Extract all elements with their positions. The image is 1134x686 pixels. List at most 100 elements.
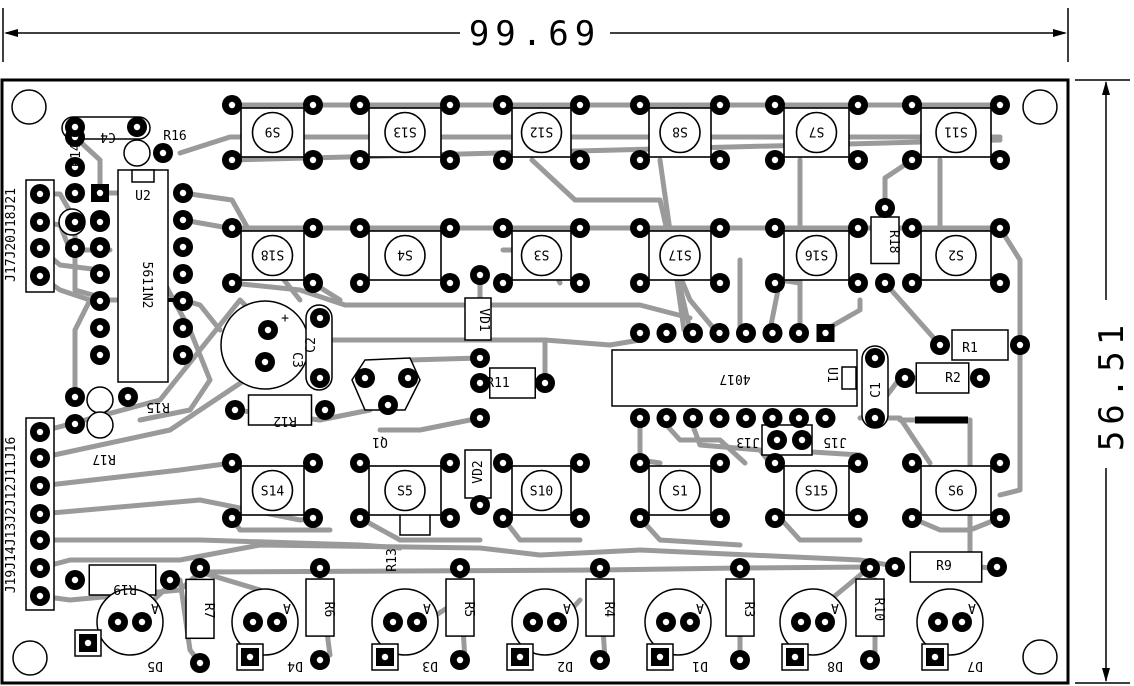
switch-s13: S13 — [368, 107, 442, 158]
drill-hole — [231, 406, 239, 414]
switch-button — [251, 234, 294, 277]
drill-hole — [771, 459, 779, 467]
diode-label: VD1 — [476, 308, 491, 331]
drill-hole — [476, 501, 484, 509]
drill-hole — [71, 123, 79, 131]
switch-button — [935, 234, 977, 277]
drill-hole — [996, 156, 1004, 164]
drill-hole — [742, 414, 750, 422]
mounting-holes — [11, 89, 1058, 676]
resistor-body — [305, 578, 335, 637]
drill-hole — [689, 414, 697, 422]
drill-hole — [736, 564, 744, 572]
drill-hole — [228, 279, 236, 287]
led-body — [916, 588, 984, 656]
drill-hole — [976, 374, 984, 382]
drill-hole — [246, 653, 254, 661]
drill-hole — [356, 101, 364, 109]
resistor-label: R10 — [871, 598, 886, 621]
drill-hole — [196, 659, 204, 667]
drill-hole — [114, 618, 122, 626]
drill-hole — [84, 639, 92, 647]
drill-hole — [716, 414, 723, 422]
drill-hole — [309, 279, 317, 287]
drill-hole — [138, 618, 146, 626]
resistor-label: R9 — [936, 559, 952, 574]
switch-label: S12 — [530, 124, 553, 139]
drill-hole — [96, 189, 104, 197]
drill-hole — [908, 224, 916, 232]
switch-s16: S16 — [783, 230, 850, 281]
led-label: D5 — [147, 658, 163, 673]
switch-label: S17 — [668, 247, 691, 262]
drill-hole — [356, 156, 364, 164]
switch-button — [935, 469, 977, 512]
drill-hole — [356, 459, 364, 467]
switch-label: S11 — [944, 124, 967, 139]
led-body — [371, 588, 439, 656]
drill-hole — [228, 514, 236, 522]
drill-hole — [446, 101, 454, 109]
drill-hole — [71, 218, 79, 226]
switch-button — [935, 111, 977, 154]
drill-hole — [356, 514, 364, 522]
switch-label: S14 — [261, 485, 285, 500]
drill-hole — [228, 459, 236, 467]
switch-s9: S9 — [240, 107, 305, 158]
resistor-label: R11 — [486, 376, 509, 391]
drill-hole — [361, 374, 369, 382]
led-label: D1 — [692, 658, 708, 673]
drill-hole — [499, 514, 507, 522]
switch-label: S5 — [397, 485, 413, 500]
ic-u1-body — [611, 349, 858, 407]
cap-label: C3 — [289, 352, 304, 368]
drill-hole — [773, 436, 781, 444]
drill-hole — [891, 563, 899, 571]
track — [37, 542, 903, 571]
drill-hole — [36, 536, 44, 544]
drill-hole — [769, 329, 776, 337]
led-anode-mark: A — [283, 600, 291, 615]
track — [377, 415, 483, 433]
drill-hole — [662, 618, 670, 626]
drill-hole — [795, 329, 803, 337]
drill-hole — [596, 564, 604, 572]
drill-hole — [541, 379, 549, 387]
switch-s14: S14 — [240, 465, 305, 516]
switch-s4: S4 — [368, 230, 442, 281]
drill-hole — [854, 101, 862, 109]
switch-s11: S11 — [920, 107, 992, 158]
drill-hole — [36, 482, 44, 490]
drill-hole — [771, 514, 779, 522]
cap-label: C4 — [100, 129, 116, 144]
ic-u2-body — [117, 169, 169, 383]
drill-hole — [309, 459, 317, 467]
drill-hole — [934, 618, 942, 626]
drill-hole — [179, 270, 187, 278]
led-label: D2 — [557, 658, 573, 673]
track — [177, 134, 1003, 156]
drill-hole — [228, 224, 236, 232]
resistor-label: R13 — [385, 548, 400, 571]
drill-hole — [499, 101, 507, 109]
switch-label: S2 — [948, 247, 964, 262]
drill-hole — [742, 329, 750, 337]
connector-label: J19J14J13J2J12J11J16 — [4, 437, 19, 594]
drill-hole — [636, 329, 644, 337]
cap-label: C1 — [869, 382, 884, 398]
drill-hole — [866, 656, 874, 664]
led-anode-mark: A — [968, 600, 976, 615]
switch-label: S10 — [530, 485, 553, 500]
switch-button — [251, 469, 294, 512]
led-label: D7 — [967, 658, 983, 673]
drill-hole — [854, 156, 862, 164]
resistor-label: R6 — [321, 602, 336, 618]
switch-button — [795, 469, 838, 512]
resistor-label: R1 — [962, 341, 978, 356]
drill-hole — [996, 514, 1004, 522]
drill-hole — [636, 279, 644, 287]
drill-hole — [821, 618, 829, 626]
resistor-label: R17 — [92, 451, 115, 466]
resistor-body — [489, 367, 536, 399]
resistor-label: R15 — [146, 399, 169, 414]
